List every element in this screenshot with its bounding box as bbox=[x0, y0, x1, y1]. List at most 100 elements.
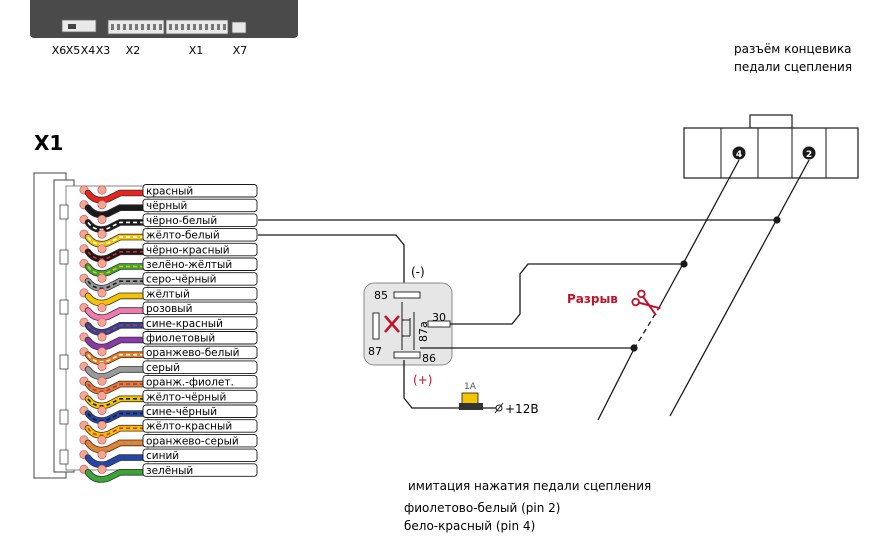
pin-contact bbox=[97, 258, 107, 268]
wire-label-box bbox=[142, 184, 258, 198]
note-pin4: бело-красный (pin 4) bbox=[404, 519, 535, 533]
wire-row: синий bbox=[79, 448, 258, 469]
relay: 85 86 87 30 87a bbox=[363, 282, 453, 366]
wire-row: фиолетовый bbox=[79, 331, 258, 351]
wire-label-box bbox=[142, 375, 258, 389]
pin-contact bbox=[97, 273, 107, 283]
controller-housing bbox=[30, 0, 298, 38]
wire-label-box bbox=[142, 272, 258, 286]
relay-pin-85: 85 bbox=[374, 289, 388, 302]
fuse-label: 1A bbox=[464, 382, 477, 392]
wire-line bbox=[85, 366, 149, 380]
relay-pin-87a: 87a bbox=[417, 321, 430, 342]
wire-row: сине-чёрный bbox=[79, 404, 258, 424]
pedal-switch-label-line1: разъём концевика bbox=[734, 42, 852, 56]
pin4-wire-upper bbox=[683, 159, 740, 263]
wire-label-box bbox=[142, 433, 258, 448]
pin4-wire-lower bbox=[597, 348, 635, 421]
relay-pin-30: 30 bbox=[432, 311, 446, 324]
wire-row: жёлто-белый bbox=[79, 228, 258, 248]
wire-label: красный bbox=[146, 186, 193, 198]
wire-line bbox=[85, 455, 149, 468]
junction-pin4-lower bbox=[630, 344, 638, 352]
wire-line bbox=[85, 190, 149, 203]
wire-label: серый bbox=[146, 362, 180, 374]
break-label: Разрыв bbox=[567, 292, 618, 306]
wire-row: серо-чёрный bbox=[79, 272, 258, 292]
pin-contact bbox=[97, 229, 107, 239]
wire-label: синий bbox=[146, 450, 179, 462]
wire-label-box bbox=[142, 213, 258, 227]
pin-contact bbox=[97, 347, 107, 357]
wire-label: зелёный bbox=[146, 465, 193, 477]
wire-row: чёрный bbox=[79, 198, 258, 219]
pin-contact bbox=[97, 303, 107, 313]
pin-contact bbox=[97, 435, 107, 445]
wire-line bbox=[85, 469, 149, 482]
connector-label-x1: X1 bbox=[189, 44, 204, 57]
wire-row: зелёный bbox=[79, 463, 258, 483]
connector-label-x6: X6 bbox=[52, 44, 67, 57]
pin-2-label: 2 bbox=[806, 150, 812, 160]
wire-label: зелёно-жёлтый bbox=[146, 259, 232, 271]
pin-contact bbox=[97, 391, 107, 401]
wire-row: оранжево-белый bbox=[79, 345, 258, 366]
connector-label-x5: X5 bbox=[66, 44, 81, 57]
pin4-wire-broken bbox=[633, 305, 661, 350]
pin-contact bbox=[97, 317, 107, 327]
wire-row: жёлто-чёрный bbox=[79, 389, 258, 410]
supply-label: +12В bbox=[505, 402, 539, 416]
wire-line bbox=[85, 337, 149, 350]
pin-contact bbox=[97, 450, 107, 460]
wire-label-box bbox=[142, 301, 258, 316]
pin-4-marker bbox=[732, 146, 746, 160]
x1-connector-block bbox=[33, 172, 149, 479]
wire-label-box bbox=[142, 419, 258, 433]
wire-label: серо-чёрный bbox=[146, 274, 216, 286]
relay-plus-label: (+) bbox=[413, 373, 432, 387]
wire-label: чёрный bbox=[146, 200, 187, 212]
wire-row: чёрно-белый bbox=[79, 213, 258, 233]
wire-label-box bbox=[142, 404, 258, 418]
wire-label: оранжево-серый bbox=[146, 435, 239, 447]
wire-label-box bbox=[142, 286, 258, 301]
pin2-wire bbox=[669, 159, 810, 417]
note-title: имитация нажатия педали сцепления bbox=[408, 479, 651, 493]
wire-row: жёлто-красный bbox=[79, 419, 258, 439]
wire-row: жёлтый bbox=[79, 286, 258, 307]
wire-line bbox=[85, 293, 149, 306]
wire-label: сине-красный bbox=[146, 318, 223, 330]
wire-label: чёрно-белый bbox=[146, 215, 217, 227]
pin-contact bbox=[97, 361, 107, 371]
wire-label: жёлто-красный bbox=[146, 421, 232, 433]
pin-4-label: 4 bbox=[736, 150, 742, 160]
wire-label: жёлто-белый bbox=[146, 230, 220, 242]
wire-label: чёрно-красный bbox=[146, 244, 230, 256]
relay-86-wire bbox=[403, 360, 462, 409]
wire-row: оранжево-серый bbox=[79, 433, 258, 454]
wire-label-box bbox=[142, 257, 258, 271]
junction-pin2 bbox=[773, 216, 781, 224]
relay-pin-86: 86 bbox=[422, 352, 436, 365]
wire-line bbox=[85, 308, 149, 321]
pin-contact bbox=[97, 185, 107, 195]
connector-label-x2: X2 bbox=[126, 44, 141, 57]
pin-contact bbox=[97, 464, 107, 474]
pin-contact bbox=[97, 244, 107, 254]
wire-row: зелёно-жёлтый bbox=[79, 257, 258, 277]
wire-label: жёлтый bbox=[146, 288, 190, 300]
wire-label: оранж.-фиолет. bbox=[146, 377, 234, 389]
wire-label-box bbox=[142, 345, 258, 360]
wire-row: оранж.-фиолет. bbox=[79, 375, 258, 395]
pin-contact bbox=[97, 214, 107, 224]
wire-label: оранжево-белый bbox=[146, 347, 239, 359]
wire-label-box bbox=[142, 242, 258, 257]
connector-label-x4: X4 bbox=[81, 44, 96, 57]
connector-label-x3: X3 bbox=[96, 44, 111, 57]
wire-label: жёлто-чёрный bbox=[146, 391, 226, 403]
wire-row: розовый bbox=[79, 301, 258, 322]
wire-label-box bbox=[142, 198, 258, 213]
wire-label: сине-чёрный bbox=[146, 406, 217, 418]
relay-30-wire bbox=[450, 263, 684, 325]
